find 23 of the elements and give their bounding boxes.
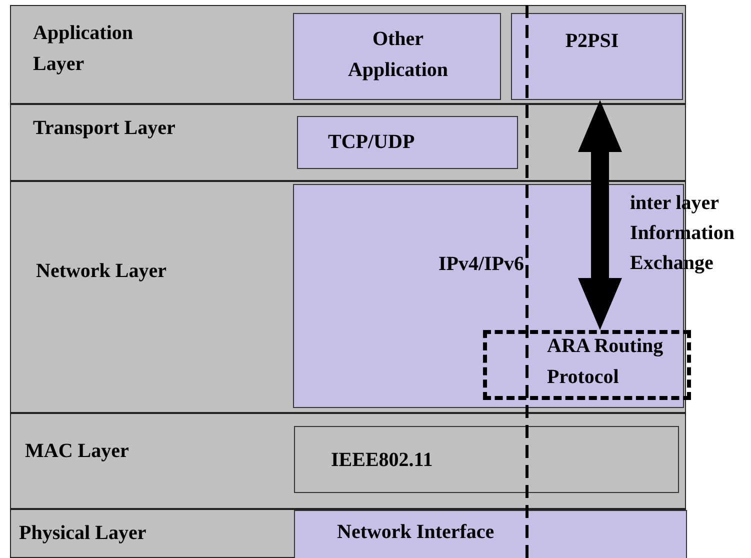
- component-name: ARA Routing Protocol: [547, 334, 664, 390]
- component-name: IPv4/IPv6: [437, 252, 524, 277]
- layer-name: Physical Layer: [19, 521, 148, 546]
- component-box: [293, 13, 501, 100]
- double-arrow: [578, 100, 622, 330]
- dashed-box: [483, 330, 691, 400]
- component-name: Other Application: [346, 27, 450, 83]
- component-name: TCP/UDP: [328, 130, 416, 155]
- component-name: P2PSI: [564, 29, 620, 54]
- component-box: [294, 510, 687, 558]
- layer-name: Network Layer: [36, 259, 168, 284]
- component-box: [294, 426, 679, 493]
- layer-name: Application Layer: [33, 21, 134, 77]
- layer-name: MAC Layer: [25, 439, 130, 464]
- layer-band: [10, 509, 686, 558]
- component-name: IEEE802.11: [331, 448, 434, 473]
- layer-band: [10, 104, 686, 181]
- layer-band: [10, 5, 686, 104]
- component-name: Network Interface: [337, 520, 496, 545]
- component-box: [511, 13, 683, 100]
- layer-name: Transport Layer: [33, 116, 176, 141]
- layer-band: [10, 413, 686, 509]
- component-box: [297, 116, 518, 169]
